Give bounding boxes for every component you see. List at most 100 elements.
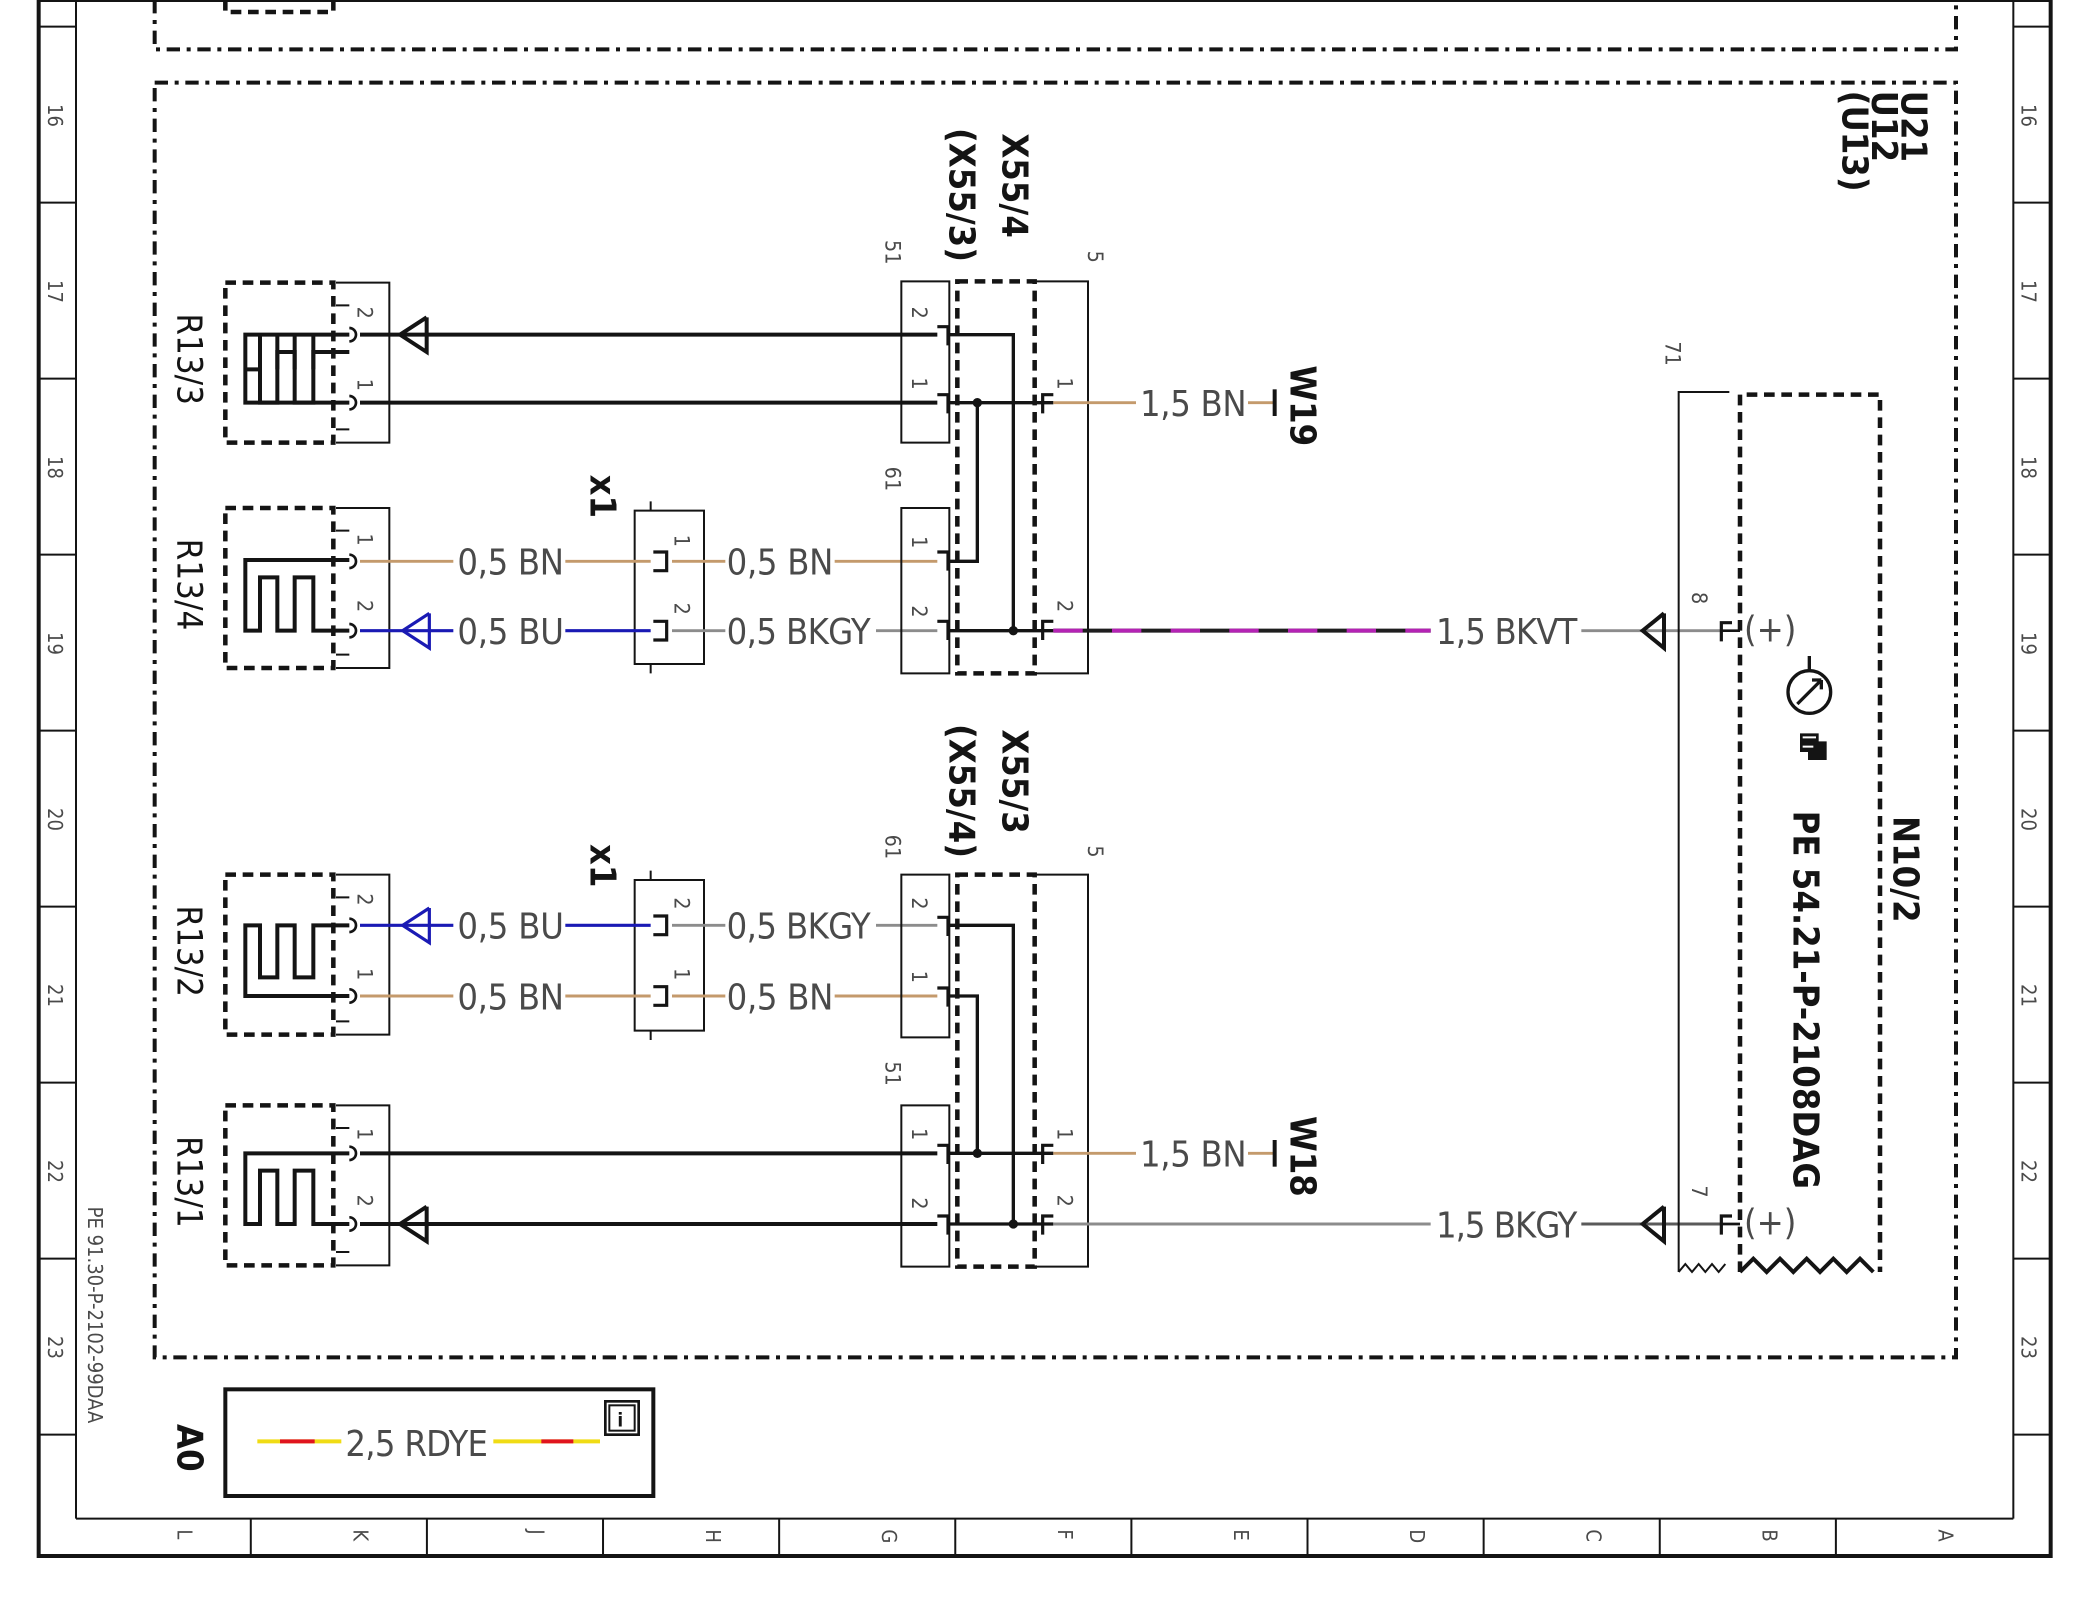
svg-text:1: 1	[351, 968, 376, 980]
svg-text:8: 8	[1686, 592, 1711, 604]
row-number: 19	[43, 632, 67, 655]
svg-text:(X55/3): (X55/3)	[940, 128, 981, 262]
row-number: 22	[2016, 1160, 2040, 1183]
row-number: 18	[43, 456, 67, 479]
heater-r13-3: R13/3 2 1	[168, 280, 391, 445]
row-number: 18	[2016, 456, 2040, 479]
svg-text:1: 1	[669, 535, 694, 547]
row-number: 17	[43, 280, 67, 303]
svg-text:61: 61	[879, 467, 904, 491]
col-letter: A	[1934, 1529, 1958, 1542]
svg-text:1: 1	[351, 379, 376, 391]
wires-top: 0,5 BN 0,5 BN 0,5 BU 0,5 BKGY	[360, 315, 938, 653]
svg-text:2: 2	[906, 1197, 931, 1209]
sensor-symbol-icon	[1786, 656, 1833, 715]
col-letter: K	[349, 1529, 373, 1542]
svg-text:1,5 BKGY: 1,5 BKGY	[1436, 1205, 1578, 1246]
svg-text:2: 2	[351, 893, 376, 905]
r13-4-label: R13/4	[168, 539, 208, 631]
svg-text:X55/3: X55/3	[994, 729, 1035, 833]
col-letter: H	[701, 1529, 725, 1543]
wire-1-5-bkvt: 1,5 BKVT	[1053, 611, 1720, 653]
col-letter: D	[1405, 1529, 1429, 1543]
legend-wire-sample: 2,5 RDYE	[257, 1424, 600, 1465]
svg-text:2: 2	[351, 600, 376, 612]
info-icon[interactable]: i	[604, 1400, 640, 1436]
heater-r13-4: R13/4 1 2	[168, 505, 391, 671]
doc-reference: PE 91.30-P-2102-99DAA	[83, 1207, 107, 1424]
col-letter: E	[1229, 1529, 1253, 1540]
col-letter: G	[877, 1529, 901, 1543]
svg-text:1: 1	[1051, 1128, 1076, 1140]
svg-text:51: 51	[879, 1061, 904, 1085]
svg-text:X55/4: X55/4	[994, 133, 1035, 237]
connector-x55-top: X55/4 (X55/3) 51 5 61 2 1 1 2 1 2	[879, 128, 1107, 676]
connector-x1-top: x1 1 2	[582, 475, 705, 674]
r13-3-label: R13/3	[168, 313, 208, 405]
control-unit-id: N10/2	[1884, 816, 1925, 923]
svg-text:51: 51	[879, 240, 904, 264]
svg-text:1,5 BN: 1,5 BN	[1140, 1135, 1247, 1176]
row-number: 23	[2016, 1336, 2040, 1359]
r13-1-label: R13/1	[168, 1136, 208, 1228]
svg-text:0,5 BN: 0,5 BN	[727, 543, 834, 584]
svg-text:71: 71	[1659, 341, 1684, 365]
heater-r13-1: R13/1 1 2	[168, 1103, 391, 1268]
svg-text:x1: x1	[582, 844, 623, 887]
w19-label: W19	[1282, 365, 1323, 446]
row-number: 21	[43, 984, 67, 1007]
connector-x1-bottom: x1 2 1	[582, 844, 705, 1040]
svg-text:1: 1	[906, 971, 931, 983]
svg-text:1: 1	[1051, 377, 1076, 389]
col-letter: J	[525, 1528, 549, 1534]
svg-text:1: 1	[669, 968, 694, 980]
ground-w19: 1,5 BN W19	[1053, 365, 1323, 446]
w18-label: W18	[1282, 1116, 1323, 1197]
svg-text:0,5 BU: 0,5 BU	[457, 907, 564, 948]
row-number: 17	[2016, 280, 2040, 303]
col-letter: C	[1581, 1529, 1605, 1542]
svg-text:5: 5	[1082, 251, 1107, 263]
legend-area-label: A0	[168, 1424, 209, 1472]
svg-text:0,5 BKGY: 0,5 BKGY	[727, 612, 871, 653]
svg-text:2: 2	[906, 897, 931, 909]
svg-text:(X55/4): (X55/4)	[940, 724, 981, 858]
svg-text:(+): (+)	[1744, 609, 1796, 650]
svg-text:1: 1	[906, 1128, 931, 1140]
svg-text:0,5 BN: 0,5 BN	[457, 543, 564, 584]
svg-text:0,5 BKGY: 0,5 BKGY	[727, 907, 871, 948]
svg-text:i: i	[617, 1411, 623, 1432]
upper-module-box	[152, 0, 1958, 52]
svg-text:1: 1	[906, 536, 931, 548]
svg-text:7: 7	[1686, 1185, 1711, 1197]
wire-1-5-bkgy: 1,5 BKGY	[1053, 1205, 1720, 1246]
svg-text:1: 1	[906, 377, 931, 389]
svg-text:0,5 BN: 0,5 BN	[457, 977, 564, 1018]
col-letter: L	[172, 1529, 196, 1539]
r13-2-label: R13/2	[168, 905, 208, 997]
svg-text:1: 1	[351, 1128, 376, 1140]
module-refs: U21 U12 (U13)	[1834, 91, 1934, 192]
wires-bottom: 0,5 BU 0,5 BKGY 0,5 BN 0,5 BN	[360, 906, 938, 1246]
row-number: 19	[2016, 632, 2040, 655]
control-unit-ref: PE 54.21-P-2108DAG	[1784, 811, 1825, 1189]
row-number: 20	[43, 808, 67, 831]
svg-text:(+): (+)	[1744, 1203, 1796, 1244]
svg-text:1,5 BKVT: 1,5 BKVT	[1436, 612, 1578, 653]
svg-text:1,5 BN: 1,5 BN	[1140, 384, 1247, 425]
svg-text:0,5 BN: 0,5 BN	[727, 977, 834, 1018]
svg-text:2: 2	[669, 897, 694, 909]
svg-text:2: 2	[351, 307, 376, 319]
frame	[36, 0, 2053, 1558]
row-number: 22	[43, 1160, 67, 1183]
row-number: 16	[43, 104, 67, 127]
col-letter: F	[1053, 1529, 1077, 1539]
module-box	[152, 80, 1958, 1360]
svg-text:2: 2	[906, 605, 931, 617]
svg-text:5: 5	[1082, 845, 1107, 857]
svg-text:2: 2	[669, 603, 694, 615]
control-unit-n10-2: 71 8 7 (+) (+) N10/2 PE 54.21-P-2108DAG	[1659, 341, 1925, 1275]
svg-text:2,5 RDYE: 2,5 RDYE	[345, 1424, 488, 1465]
